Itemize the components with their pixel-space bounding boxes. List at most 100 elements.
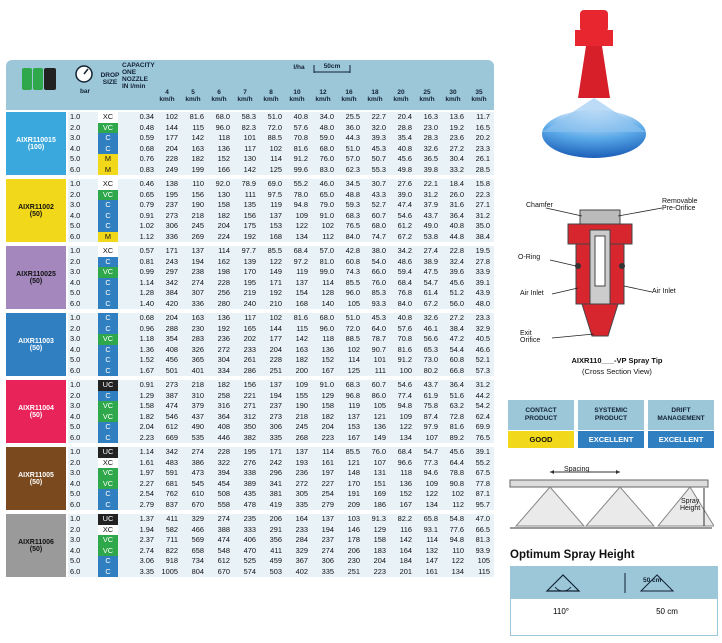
rate-cell: 70.8 (293, 133, 308, 142)
rate-cell: 245 (295, 422, 308, 431)
rate-cell: 63.2 (449, 401, 464, 410)
rate-cell: 164 (399, 545, 412, 555)
rate-cell: 268 (295, 432, 308, 442)
rate-cell: 478 (243, 499, 256, 509)
rate-cell: 91.3 (371, 514, 386, 523)
rate-cell: 51.0 (267, 112, 282, 121)
rate-cell: 501 (165, 365, 178, 375)
rate-cell: 365 (191, 355, 204, 364)
rate-cell: 81.6 (293, 313, 308, 322)
optimum-box: 50 cm 110° 50 cm (510, 566, 718, 636)
rate-cell: 121 (347, 457, 360, 467)
rate-cell: 194 (191, 256, 204, 266)
drop-size-cell: VC (98, 468, 118, 479)
rate-cell: 734 (191, 556, 204, 565)
rate-cell: 280 (217, 298, 230, 308)
drop-size-cell: VC (98, 545, 118, 556)
rate-cell: 37.9 (423, 200, 438, 209)
drop-size-cell: M (98, 164, 118, 175)
pressure-cell: 2.0 (70, 189, 81, 199)
pressure-cell: 1.0 (70, 179, 81, 188)
rate-cell: 134 (399, 432, 412, 442)
pressure-cell: 4.0 (70, 277, 81, 287)
rate-cell: 94.8 (397, 401, 412, 410)
rate-cell: 251 (269, 365, 282, 375)
rate-cell: 85.5 (345, 447, 360, 456)
rate-cell: 68.3 (345, 210, 360, 220)
pressure-cell: 2.0 (70, 256, 81, 266)
rate-cell: 67.5 (475, 468, 490, 477)
rate-cell: 115 (296, 323, 308, 333)
rate-cell: 46.6 (475, 344, 490, 354)
rate-cell: 88.5 (267, 133, 282, 142)
nozzle-model: AIXR110015(100) (6, 112, 66, 175)
rate-cell: 34.5 (345, 179, 360, 188)
pressure-cell: 4.0 (70, 143, 81, 153)
rate-cell: 33.9 (475, 267, 490, 276)
rate-cell: 50.7 (371, 154, 386, 163)
rate-cell: 169 (373, 489, 386, 498)
rate-cell: 84.0 (345, 231, 360, 241)
rate-cell: 525 (243, 556, 256, 565)
rate-cell: 55.2 (293, 179, 308, 188)
pressure-cell: 3.0 (70, 468, 81, 477)
pressure-cell: 6.0 (70, 566, 81, 576)
drop-size-cell: C (98, 288, 118, 299)
rate-cell: 195 (165, 189, 178, 199)
rate-cell: 54.2 (475, 401, 490, 410)
rate-cell: 105 (373, 401, 386, 410)
drop-size-cell: C (98, 556, 118, 567)
pressure-cell: 6.0 (70, 365, 81, 375)
drop-size-cell: C (98, 344, 118, 355)
spacing-label: Spacing (564, 466, 590, 473)
rate-cell: 384 (165, 288, 178, 297)
rate-cell: 16.3 (423, 112, 438, 121)
rate-cell: 23.3 (475, 313, 490, 322)
pressure-cell: 3.0 (70, 267, 81, 276)
rate-cell: 89.2 (449, 432, 464, 442)
rate-cell: 23.6 (449, 133, 464, 142)
rate-cell: 48.8 (345, 189, 360, 199)
drop-size-cell: XC (98, 179, 118, 190)
rate-cell: 193 (295, 457, 308, 467)
rate-cell: 82.3 (241, 122, 256, 132)
rate-cell: 33.2 (449, 164, 464, 174)
rate-cell: 272 (295, 478, 308, 488)
rate-cell: 204 (269, 344, 282, 354)
pressure-cell: 3.0 (70, 401, 81, 410)
capacity-cell: 0.99 (139, 267, 154, 276)
drop-size-cell: UC (98, 447, 118, 458)
rate-cell: 574 (243, 566, 256, 576)
rate-cell: 60.7 (371, 210, 386, 220)
rate-cell: 42.8 (345, 246, 360, 255)
pressure-cell: 1.0 (70, 447, 81, 456)
drop-size-cell: VC (98, 478, 118, 489)
rate-cell: 228 (217, 447, 230, 456)
rate-cell: 36.4 (449, 210, 464, 220)
rate-cell: 153 (347, 422, 360, 431)
rate-cell: 76.8 (397, 288, 412, 297)
rate-cell: 137 (347, 411, 360, 421)
pressure-cell: 6.0 (70, 432, 81, 442)
rate-cell: 681 (165, 478, 178, 488)
optimum-header: 50 cm (511, 567, 717, 599)
exit-orifice-label: Exit Orifice (520, 330, 541, 344)
rate-cell: 329 (295, 545, 308, 555)
rate-cell: 711 (166, 535, 178, 544)
rate-cell: 15.8 (475, 179, 490, 188)
rate-cell: 70.8 (397, 334, 412, 343)
rate-cell: 119 (270, 200, 282, 209)
rate-cell: 43.7 (423, 380, 438, 389)
rate-cell: 304 (217, 355, 230, 364)
rate-cell: 51.0 (345, 313, 360, 322)
rate-cell: 82.2 (397, 514, 412, 523)
rate-cell: 503 (269, 566, 282, 576)
